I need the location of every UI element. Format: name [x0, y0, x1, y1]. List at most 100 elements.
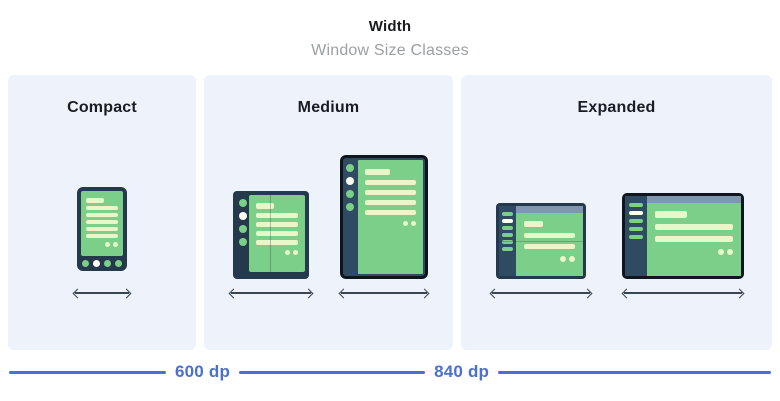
- arrow-line: [230, 292, 311, 294]
- skeleton-line: [86, 220, 118, 224]
- sidebar-skeleton-line: [501, 233, 513, 237]
- skeleton-line: [255, 222, 298, 227]
- sidebar-skeleton-line: [501, 247, 513, 251]
- skeleton-line: [364, 190, 416, 195]
- skeleton-line: [86, 227, 118, 231]
- skeleton-dot: [410, 221, 416, 226]
- skeleton-line: [86, 234, 118, 238]
- width-arrow: [73, 287, 131, 299]
- rail-dot: [346, 164, 354, 172]
- tablet-portrait-group: [339, 155, 429, 299]
- skeleton-action-dots: [86, 242, 118, 247]
- width-arrow: [229, 287, 313, 299]
- arrow-line: [75, 292, 129, 294]
- sidebar-skeleton-line-active: [501, 219, 513, 223]
- rail-dot: [238, 225, 247, 233]
- nav-rail: [237, 195, 249, 272]
- compact-devices: [73, 187, 131, 299]
- rail-dot: [346, 190, 354, 198]
- rail-dot-active: [346, 177, 354, 185]
- medium-devices: [229, 155, 429, 299]
- top-app-bar: [515, 206, 583, 213]
- ruler-line-segment: [9, 370, 166, 374]
- panel-compact-title: Compact: [67, 99, 137, 116]
- sidebar-skeleton-line: [501, 226, 513, 230]
- skeleton-line: [255, 231, 298, 236]
- skeleton-dot: [105, 242, 110, 247]
- skeleton-line: [255, 240, 298, 245]
- skeleton-action-dots: [256, 250, 298, 255]
- expanded-devices: [490, 193, 744, 299]
- foldable-portrait-group: [229, 191, 313, 299]
- sidebar-skeleton-line: [628, 203, 643, 207]
- phone-illustration: [77, 187, 127, 271]
- content-screen: [646, 203, 741, 276]
- tablet-landscape-illustration: [621, 193, 744, 279]
- tablet-body: [342, 158, 425, 276]
- ruler-line-segment: [498, 370, 771, 374]
- rail-dot: [238, 238, 247, 246]
- content-pane: [646, 196, 741, 276]
- arrow-line: [491, 292, 590, 294]
- skeleton-dot: [568, 256, 575, 262]
- nav-dot: [115, 260, 122, 267]
- size-class-panels: Compact: [8, 75, 772, 350]
- panel-expanded-title: Expanded: [577, 99, 656, 116]
- nav-dot: [104, 260, 111, 267]
- skeleton-title-line: [364, 169, 390, 175]
- foldable-screen: [248, 195, 305, 272]
- fold-crease: [270, 195, 272, 272]
- rail-dot: [238, 199, 247, 207]
- skeleton-line: [86, 213, 118, 217]
- skeleton-line: [654, 224, 733, 230]
- skeleton-dot: [726, 249, 733, 255]
- sidebar-skeleton-line: [628, 235, 643, 239]
- side-nav-panel: [624, 196, 647, 276]
- arrow-line: [623, 292, 742, 294]
- sidebar-skeleton-line: [628, 219, 643, 223]
- nav-dot-active: [93, 260, 100, 267]
- fold-crease: [495, 241, 586, 242]
- skeleton-line: [364, 180, 416, 185]
- rail-dot: [346, 203, 354, 211]
- rail-dot-active: [238, 212, 247, 220]
- content-screen: [515, 213, 583, 276]
- sidebar-skeleton-line: [501, 212, 513, 216]
- skeleton-line: [364, 200, 416, 205]
- foldable-landscape-illustration: [495, 203, 586, 279]
- skeleton-action-dots: [524, 256, 575, 262]
- skeleton-title-line: [523, 221, 543, 227]
- breakpoint-label-600dp: 600 dp: [175, 362, 231, 381]
- skeleton-line: [654, 236, 733, 242]
- panel-expanded: Expanded: [461, 75, 772, 350]
- skeleton-line: [86, 206, 118, 210]
- content-pane: [515, 206, 583, 276]
- skeleton-dot: [402, 221, 408, 226]
- tablet-landscape-group: [621, 193, 744, 299]
- top-app-bar: [646, 196, 741, 203]
- skeleton-action-dots: [365, 221, 416, 226]
- skeleton-line: [255, 213, 298, 218]
- skeleton-line: [523, 244, 575, 249]
- skeleton-dot: [559, 256, 566, 262]
- skeleton-dot: [284, 250, 290, 255]
- width-arrow: [339, 287, 429, 299]
- nav-dot: [82, 260, 89, 267]
- panel-medium: Medium: [204, 75, 453, 350]
- side-nav-panel: [498, 206, 516, 276]
- breakpoint-label-840dp: 840 dp: [434, 362, 490, 381]
- sidebar-skeleton-line-active: [628, 211, 643, 215]
- width-arrow: [490, 287, 592, 299]
- foldable-portrait-illustration: [232, 191, 309, 279]
- skeleton-title-line: [86, 198, 104, 203]
- ruler-line-segment: [239, 370, 426, 374]
- diagram-header: Width Window Size Classes: [0, 0, 780, 60]
- width-arrow: [622, 287, 744, 299]
- page-title: Width: [368, 18, 412, 35]
- skeleton-title-line: [654, 211, 688, 218]
- arrow-line: [340, 292, 427, 294]
- tablet-screen: [357, 160, 423, 274]
- phone-screen: [81, 191, 123, 256]
- foldable-landscape-group: [490, 203, 592, 299]
